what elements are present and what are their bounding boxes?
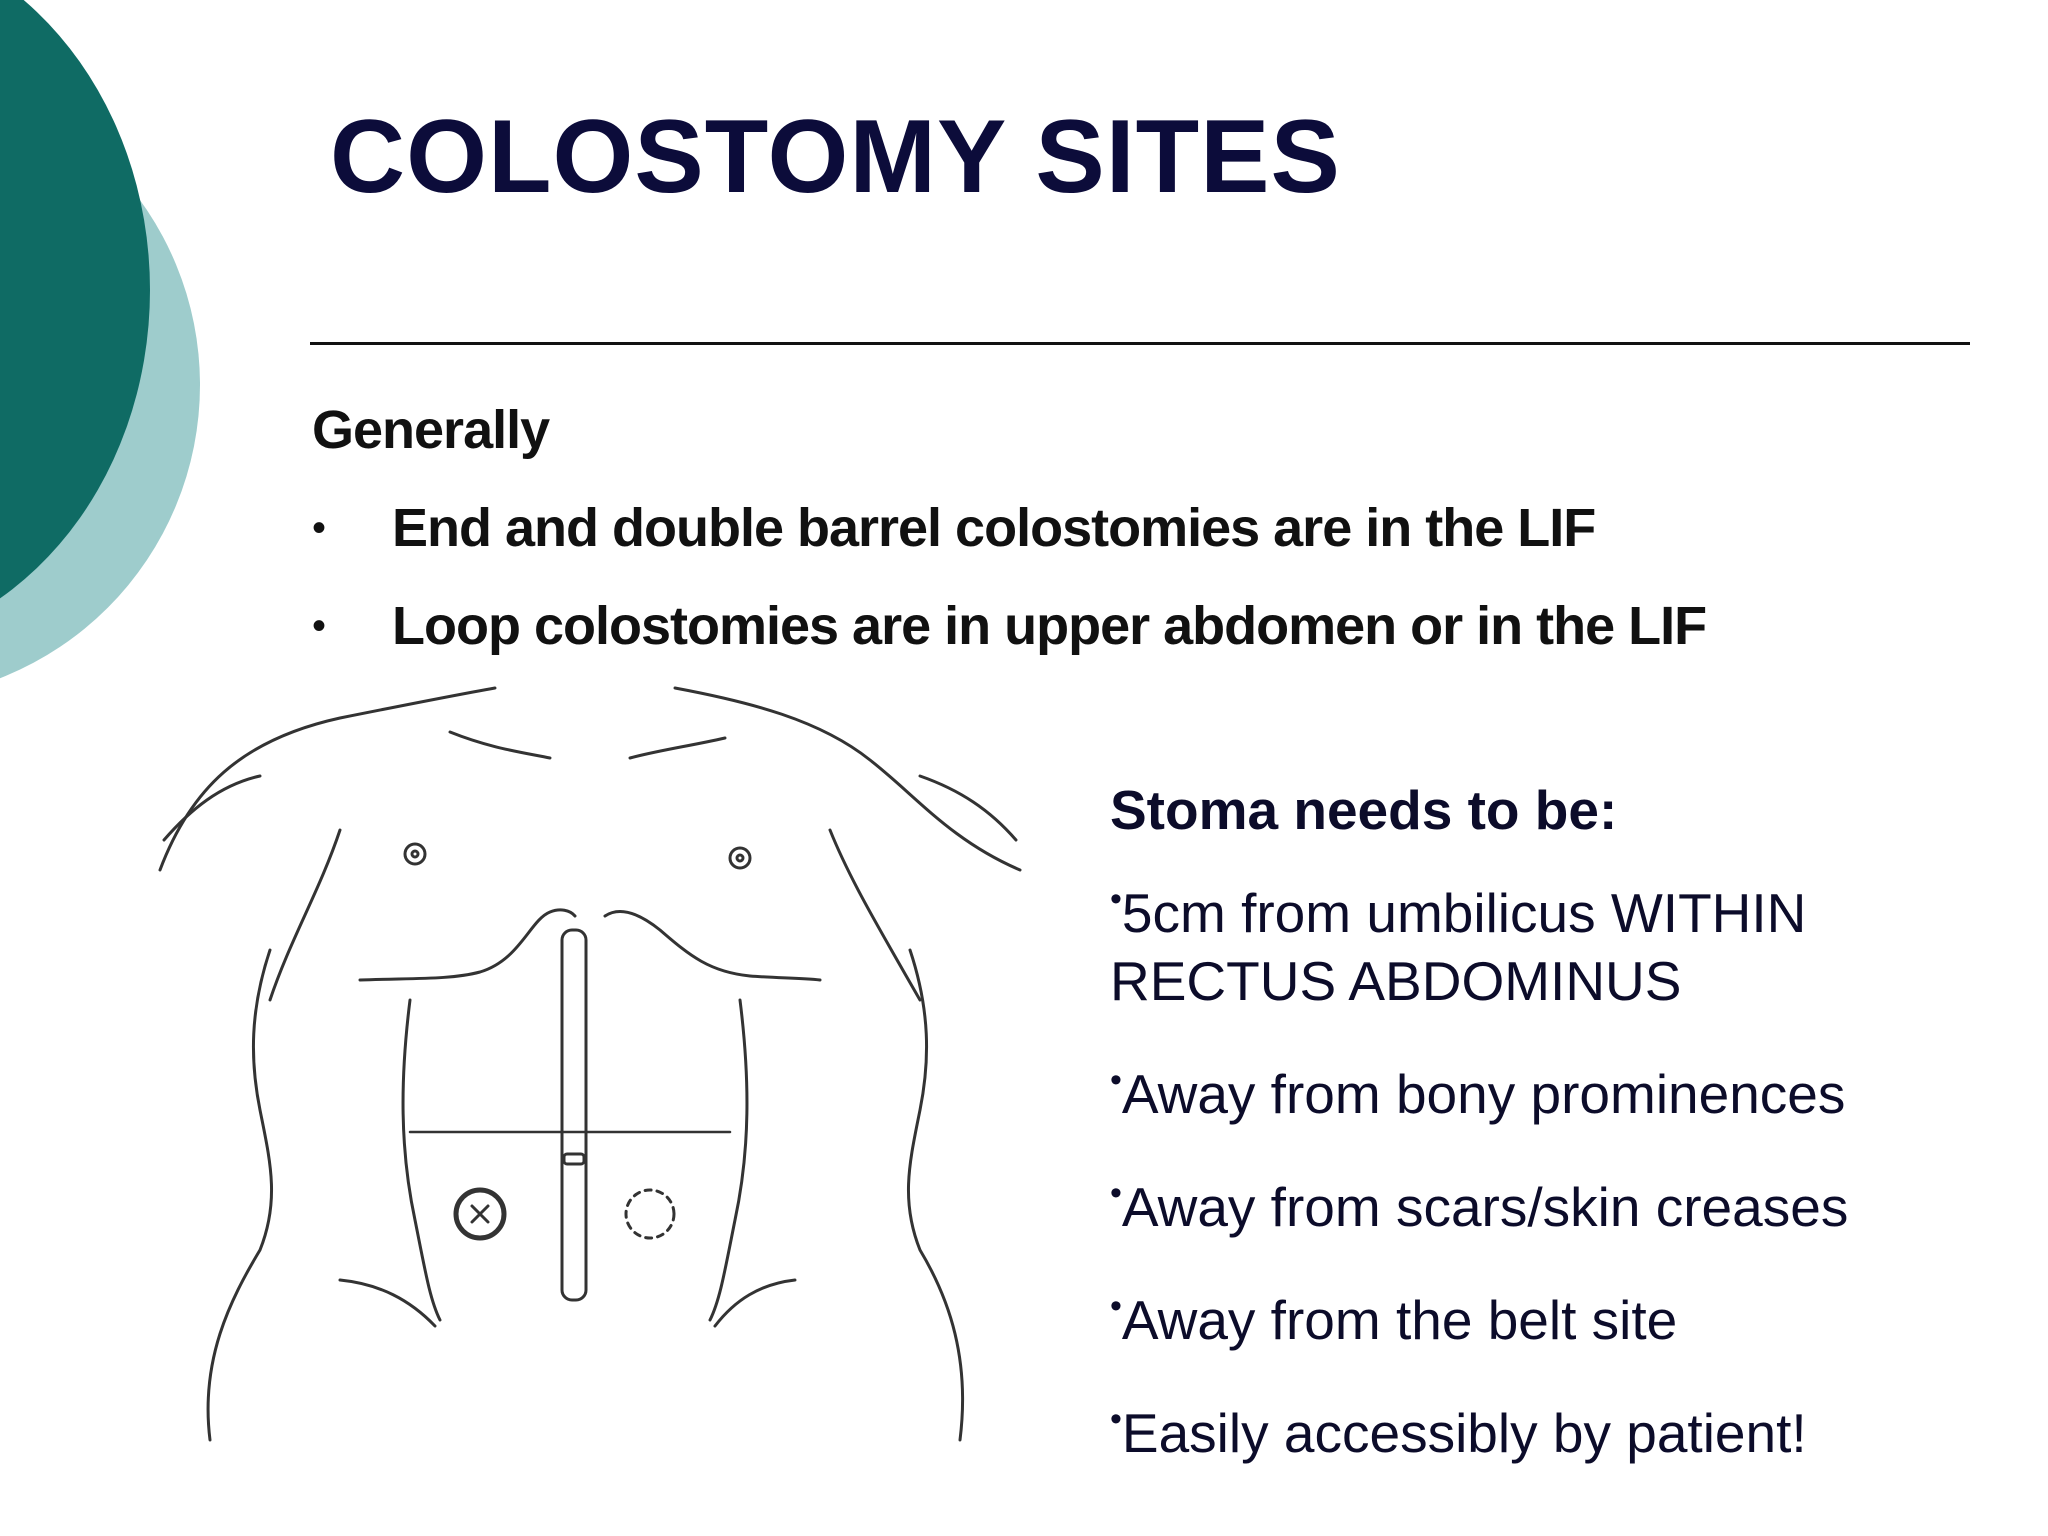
stoma-requirements: Stoma needs to be: •5cm from umbilicus W… xyxy=(1110,775,2010,1498)
left-nipple-center xyxy=(410,849,420,859)
right-stoma-site xyxy=(624,1188,676,1240)
intro-bullet: • End and double barrel colostomies are … xyxy=(312,493,1962,563)
bullet-dot-icon: • xyxy=(1110,1061,1122,1099)
right-collarbone xyxy=(628,736,727,760)
bullet-dot-icon: • xyxy=(1110,1400,1122,1438)
right-shoulder-inner xyxy=(918,774,1018,842)
intro-bullet-text: Loop colostomies are in upper abdomen or… xyxy=(392,596,1707,656)
left-arm-inner xyxy=(268,828,342,1002)
stoma-point: •Away from scars/skin creases xyxy=(1110,1159,2010,1241)
left-collarbone xyxy=(448,730,552,760)
stoma-point-text: Away from the belt site xyxy=(1121,1289,1678,1351)
stoma-point: •Away from the belt site xyxy=(1110,1272,2010,1354)
left-stoma-site xyxy=(453,1187,507,1241)
intro-bullet: • Loop colostomies are in upper abdomen … xyxy=(312,591,1962,661)
umbilicus-marker xyxy=(562,1152,586,1166)
abdomen-diagram xyxy=(150,680,1030,1460)
intro-bullet-text: End and double barrel colostomies are in… xyxy=(392,498,1596,558)
stoma-point-text: Away from scars/skin creases xyxy=(1121,1176,1849,1238)
midline-incision xyxy=(560,928,588,1302)
title-divider xyxy=(310,342,1970,345)
stoma-point-text: Easily accessibly by patient! xyxy=(1121,1402,1807,1464)
left-rectus-line xyxy=(401,998,442,1322)
stoma-point-text: Away from bony prominences xyxy=(1121,1063,1846,1125)
stoma-point-text: 5cm from umbilicus WITHIN RECTUS ABDOMIN… xyxy=(1110,882,1807,1012)
right-nipple xyxy=(728,846,752,870)
right-hip-line xyxy=(713,1278,797,1328)
stoma-list: •5cm from umbilicus WITHIN RECTUS ABDOMI… xyxy=(1110,865,2010,1467)
left-nipple xyxy=(403,842,427,866)
right-torso-side xyxy=(907,948,965,1442)
bullet-dot-icon: • xyxy=(1110,1174,1122,1212)
right-arm-inner xyxy=(828,828,922,1002)
bullet-dot-icon: • xyxy=(1110,1287,1122,1325)
left-shoulder-line xyxy=(158,686,497,872)
intro-section: Generally • End and double barrel colost… xyxy=(312,395,1962,689)
bullet-dot-icon: • xyxy=(312,506,326,550)
right-pectoral xyxy=(603,910,822,982)
stoma-heading: Stoma needs to be: xyxy=(1110,779,1618,841)
right-shoulder-line xyxy=(673,686,1022,872)
right-nipple-center xyxy=(735,853,745,863)
stoma-point: •5cm from umbilicus WITHIN RECTUS ABDOMI… xyxy=(1110,865,2010,1015)
stoma-point: •Easily accessibly by patient! xyxy=(1110,1385,2010,1467)
left-stoma-cross xyxy=(470,1204,490,1224)
abdomen-outline-drawing xyxy=(158,686,1022,1442)
bullet-dot-icon: • xyxy=(1110,880,1122,918)
left-torso-side xyxy=(206,948,273,1442)
stoma-point: •Away from bony prominences xyxy=(1110,1046,2010,1128)
right-rectus-line xyxy=(708,998,749,1322)
intro-heading: Generally xyxy=(312,400,550,460)
left-shoulder-inner xyxy=(162,774,262,842)
left-hip-line xyxy=(338,1278,437,1328)
slide-title: COLOSTOMY SITES xyxy=(330,99,1341,215)
bullet-dot-icon: • xyxy=(312,604,326,648)
left-pectoral xyxy=(358,908,577,982)
intro-list: • End and double barrel colostomies are … xyxy=(312,493,1962,661)
